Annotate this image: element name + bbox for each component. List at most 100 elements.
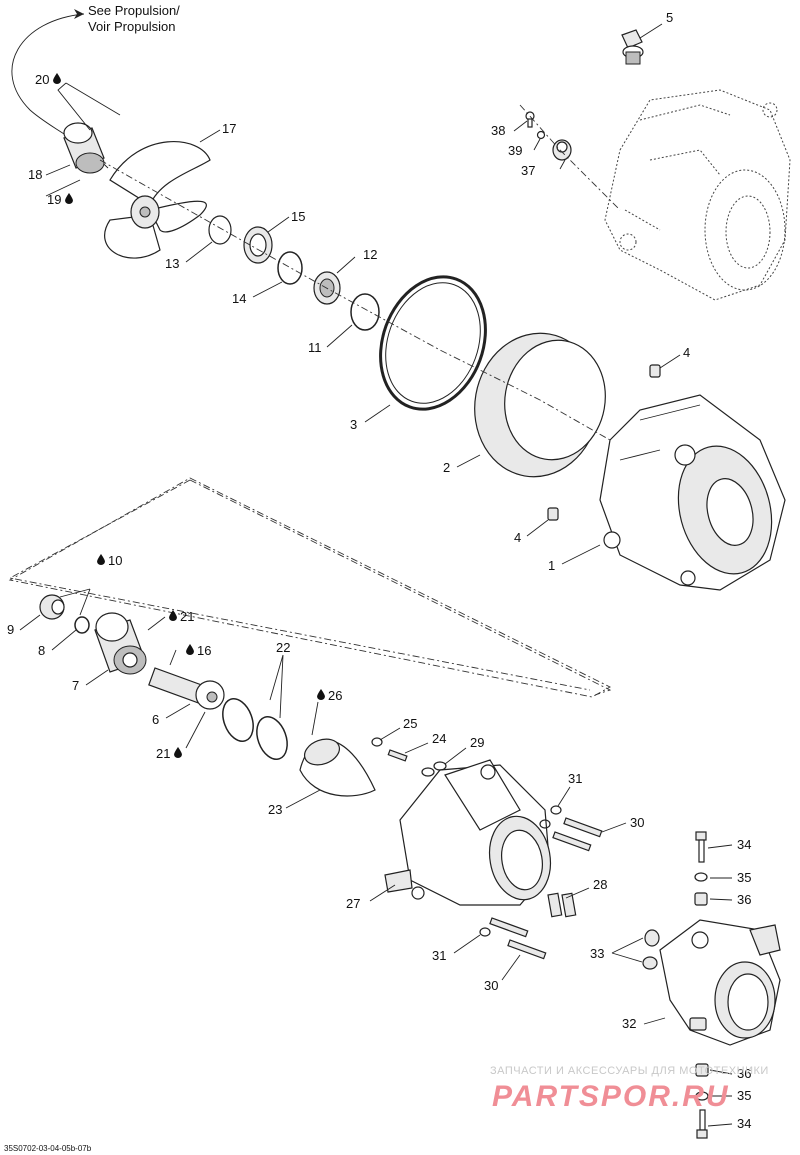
part-36-bushing-bottom <box>695 1063 709 1077</box>
oil-drop-icon <box>186 644 194 655</box>
leader-lines <box>19 23 733 1127</box>
oil-drop-icon <box>65 193 73 204</box>
part-22-o-rings <box>222 698 288 760</box>
label-23: 23 <box>268 802 282 817</box>
label-21-lower: 21 <box>156 746 170 761</box>
label-7: 7 <box>72 678 79 693</box>
part-35-washer-top <box>694 872 708 882</box>
propulsion-reference-note: See Propulsion/ Voir Propulsion <box>11 3 180 169</box>
part-24-screw <box>387 749 408 762</box>
label-8: 8 <box>38 643 45 658</box>
watermark: ЗАПЧАСТИ И АКСЕССУАРЫ ДЛЯ МОТОТЕХНИКИ PA… <box>490 1065 769 1113</box>
label-1: 1 <box>548 558 555 573</box>
label-9: 9 <box>7 622 14 637</box>
label-20: 20 <box>35 72 49 87</box>
label-2: 2 <box>443 460 450 475</box>
label-31-lower: 31 <box>432 948 446 963</box>
label-30-upper: 30 <box>630 815 644 830</box>
label-26: 26 <box>328 688 342 703</box>
label-28: 28 <box>593 877 607 892</box>
label-25: 25 <box>403 716 417 731</box>
watermark-tagline: ЗАПЧАСТИ И АКСЕССУАРЫ ДЛЯ МОТОТЕХНИКИ <box>490 1065 769 1077</box>
label-33: 33 <box>590 946 604 961</box>
part-17-impeller <box>104 141 211 259</box>
part-2-liner <box>474 332 606 478</box>
watermark-logo: PARTSPOR.RU <box>492 1080 730 1113</box>
part-30-bolts-upper <box>552 817 603 852</box>
label-35-bottom: 35 <box>737 1088 751 1103</box>
label-11: 11 <box>308 340 322 355</box>
label-4-upper: 4 <box>683 345 690 360</box>
label-4-lower: 4 <box>514 530 521 545</box>
part-18-sleeve <box>63 122 105 174</box>
label-10: 10 <box>108 553 122 568</box>
assembly-axis-lines <box>8 104 621 696</box>
part-6-shaft <box>148 667 225 710</box>
part-31-washers-upper <box>539 805 562 829</box>
part-27-venturi <box>384 759 552 906</box>
oil-drop-icon <box>174 747 182 758</box>
label-19: 19 <box>47 192 61 207</box>
label-34-bottom: 34 <box>737 1116 751 1131</box>
part-31-washer-lower <box>479 927 491 937</box>
part-23-cone <box>299 738 376 797</box>
label-12: 12 <box>363 247 377 262</box>
label-18: 18 <box>28 167 42 182</box>
label-36-bottom: 36 <box>737 1066 751 1081</box>
oil-drop-icon <box>97 554 105 565</box>
part-28-connectors <box>547 892 577 918</box>
label-32: 32 <box>622 1016 636 1031</box>
label-15: 15 <box>291 209 305 224</box>
part-32-nozzle <box>659 919 781 1046</box>
part-25-washer <box>371 737 383 747</box>
label-17: 17 <box>222 121 236 136</box>
label-14: 14 <box>232 291 246 306</box>
part-3-wear-ring <box>379 275 487 411</box>
part-11-o-ring <box>350 293 380 331</box>
pump-housing-top <box>604 89 791 301</box>
label-13: 13 <box>165 256 179 271</box>
part-37-plug <box>552 139 572 161</box>
note-line-1: See Propulsion/ <box>88 3 180 18</box>
label-31-upper: 31 <box>568 771 582 786</box>
label-3: 3 <box>350 417 357 432</box>
part-39-washer <box>536 130 546 140</box>
part-36-bushing-top <box>694 892 708 906</box>
part-13-circlip <box>208 215 232 245</box>
label-39: 39 <box>508 143 522 158</box>
label-21-upper: 21 <box>180 609 194 624</box>
part-29-washers <box>421 761 447 777</box>
label-27: 27 <box>346 896 360 911</box>
part-14-ring <box>277 251 303 285</box>
label-5: 5 <box>666 10 673 25</box>
oil-drop-icon <box>169 610 177 621</box>
part-5-plug <box>621 29 644 65</box>
label-30-lower: 30 <box>484 978 498 993</box>
drawing-code: 35S0702-03-04-05b-07b <box>4 1144 92 1153</box>
label-6: 6 <box>152 712 159 727</box>
label-16: 16 <box>197 643 211 658</box>
part-9-bushing <box>39 594 65 620</box>
label-35-top: 35 <box>737 870 751 885</box>
label-29: 29 <box>470 735 484 750</box>
part-15-seal <box>243 226 273 264</box>
part-35-washer-bottom <box>695 1091 709 1101</box>
oil-drop-icon <box>317 689 325 700</box>
part-1-pump-housing <box>599 394 786 591</box>
label-22: 22 <box>276 640 290 655</box>
oil-drop-icon <box>53 73 61 84</box>
part-4-dowel-lower <box>547 507 559 521</box>
part-30-bolts-lower <box>489 917 547 960</box>
part-7-bearing <box>94 612 147 675</box>
part-34-bolt-bottom <box>696 1109 708 1139</box>
part-8-washer <box>74 616 90 634</box>
label-34-top: 34 <box>737 837 751 852</box>
label-38: 38 <box>491 123 505 138</box>
label-24: 24 <box>432 731 446 746</box>
note-line-2: Voir Propulsion <box>88 19 175 34</box>
label-37: 37 <box>521 163 535 178</box>
part-labels: 5 38 39 37 20 18 19 17 13 15 14 12 11 3 … <box>7 10 751 1131</box>
note-arrowhead <box>74 9 84 19</box>
part-34-bolt-top <box>695 831 707 863</box>
